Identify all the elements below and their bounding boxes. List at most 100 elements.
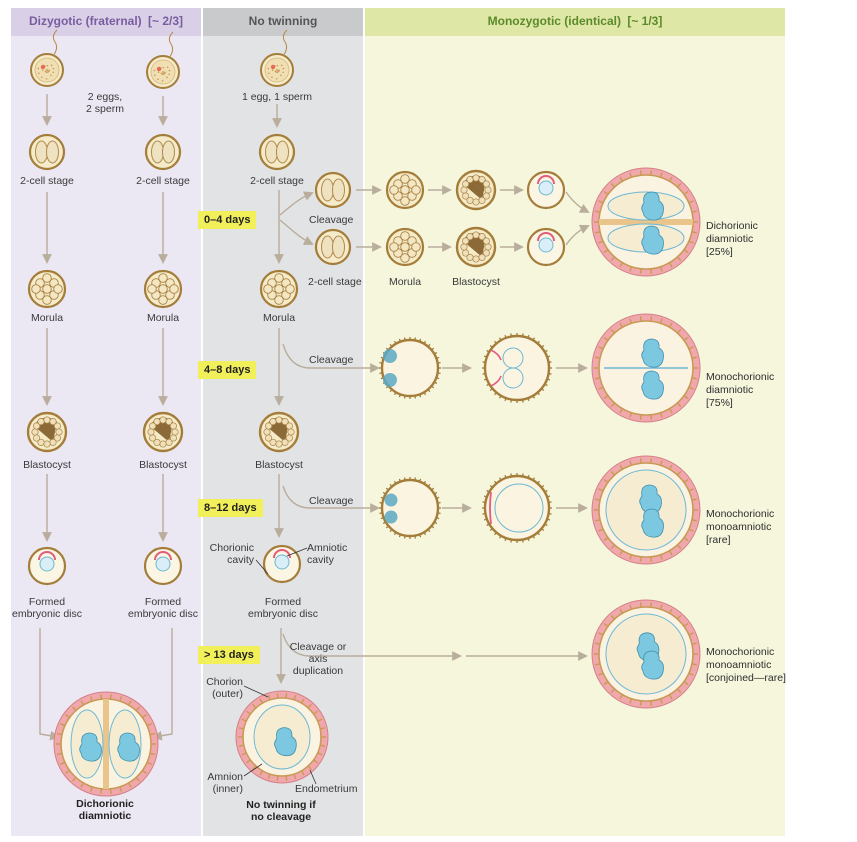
mz-result-sac-3-villus [594, 498, 601, 501]
mz-amnion-r2-villus [510, 333, 513, 337]
dz-morula-right-img-blastomere [169, 284, 179, 294]
mz-result-sac-1-villus [639, 170, 642, 176]
mz-amnion-r3-villus [521, 539, 524, 543]
header-dizygotic-title: Dizygotic (fraternal) [28, 14, 142, 28]
dz-result-sac-villus [110, 788, 112, 794]
mz-blast-r2-villus [427, 343, 431, 347]
dz-egg-right-dot [153, 69, 156, 72]
mz-morula-top-blastomere [400, 174, 410, 184]
mz-result-sac-4-villus [603, 681, 609, 686]
mz-blast-r3-villus [382, 491, 387, 495]
mz-result-sac-1-fetus-a [641, 191, 664, 221]
mz-blast-r2-villus [414, 395, 417, 399]
mz-result-sac-4-villus [594, 642, 601, 645]
mz-blast-r3-villus [423, 480, 427, 485]
mz-result-sac-1-villus [619, 176, 624, 182]
dz-blastocyst-left-img [26, 411, 68, 453]
mz-amnion-r2-villus [541, 345, 545, 348]
nt-result-sac-villus [307, 765, 312, 771]
mz-result-sac-3-villus [659, 460, 663, 466]
mz-blast-r3-icm-a [384, 493, 398, 507]
dz-blastocyst-right-img-trophoblast-cell [165, 418, 173, 426]
mz-amnion-r3-villus [521, 473, 524, 477]
mz-morula-top [385, 170, 425, 210]
nt-egg-img-nucleus [270, 64, 276, 70]
mz-result-sac-1-villus [603, 249, 609, 254]
mz-blastocyst-bottom-trophoblast-cell [484, 243, 492, 251]
mz-morula-bottom-blastomere [411, 242, 421, 252]
dz-blastocyst-right-img-trophoblast-cell [147, 428, 155, 436]
mz-result-sac-3-villus [598, 528, 604, 532]
dz-result-sac-villus [149, 752, 156, 756]
dz-2cell-right: 2-cell stage [136, 175, 190, 187]
mz-branch-down [279, 219, 314, 245]
mz-result-sac-1-villus [688, 200, 694, 204]
dz-result-sac-villus [89, 786, 93, 792]
mz-result-2-pct: [75%] [706, 397, 733, 409]
dz-egg-right-dot [166, 66, 169, 69]
mz-blastocyst-bottom-trophoblast-cell [466, 253, 474, 261]
dz-egg-right-dot [161, 79, 164, 82]
mz-result-sac-1-villus [594, 231, 601, 234]
mz-result-sac-1-villus [650, 170, 653, 176]
dz-result-sac-villus [119, 786, 123, 792]
mz-blastocyst-bottom-trophoblast-cell [478, 253, 486, 261]
dz-morula-left-img-blastomere [53, 284, 63, 294]
dz-arrow-5b [152, 628, 173, 741]
mz-result-sac-2-fetus-b [641, 370, 664, 400]
mz-amnion-r2-villus [548, 372, 552, 375]
mz-result-sac-4-villus [688, 672, 694, 676]
dz-result-sac-villus [135, 776, 140, 782]
nt-formed-disc: Formed embryonic disc [247, 596, 319, 620]
mz-blastocyst-bottom-trophoblast-cell [472, 231, 480, 239]
mz-result-sac-1 [591, 167, 701, 277]
mz-result-sac-3-villus [603, 537, 609, 542]
dz-result-sac-villus [72, 706, 77, 712]
day-0-4: 0–4 days [198, 211, 257, 229]
nt-result-sac-villus [241, 752, 247, 756]
mz-result-sac-4-villus [668, 608, 673, 614]
mz-blastocyst-bottom-trophoblast-cell [460, 243, 468, 251]
dz-result-sac-septum [103, 699, 109, 789]
nt-disc-img [262, 544, 302, 584]
nt-amniotic-pointer [286, 547, 308, 557]
dz-blastocyst-left-img-trophoblast-cell [31, 428, 39, 436]
nt-2cell: 2-cell stage [250, 175, 304, 187]
nt-blastocyst: Blastocyst [255, 459, 303, 471]
day-4-8: 4–8 days [198, 361, 257, 379]
mz-blast-r2-villus [403, 395, 406, 399]
mz-cleavage-axis: Cleavage or axis duplication [289, 641, 347, 677]
mz-blastocyst-top-trophoblast-cell [466, 176, 474, 184]
mz-blastocyst-bottom-trophoblast-cell [466, 233, 474, 241]
nt-egg-img-dot [271, 76, 273, 78]
dz-blastocyst-left-img-trophoblast-cell [37, 438, 45, 446]
mz-result-sac-3-villus [650, 556, 653, 562]
mz-result-sac-4-villus [650, 700, 653, 706]
mz-result-sac-2-villus [639, 414, 642, 420]
mz-amnion-r2-villus [544, 349, 548, 353]
mz-result-sac-2-villus [619, 408, 624, 414]
mz-amnion-r2-villus [483, 355, 488, 358]
mz-amnion-r3-villus [504, 474, 507, 479]
mz-result-sac-4-villus [619, 694, 624, 700]
mz-morula-top-blastomere [411, 185, 421, 195]
nt-result-sac-villus [300, 770, 305, 776]
mz-blastocyst-top-trophoblast-cell [462, 192, 470, 200]
dz-blastocyst-right-img-trophoblast-cell [149, 422, 157, 430]
mz-2cell-top-cell-b [332, 178, 345, 202]
mz-result-sac-2-villus [603, 336, 609, 341]
mz-result-sac-4-villus [598, 632, 604, 636]
mz-blastocyst-bottom-trophoblast-cell [472, 255, 480, 263]
mz-result-sac-4-fetus-b [641, 650, 664, 680]
mz-result-sac-3-villus [676, 544, 682, 550]
header-monozygotic-fraction: [~ 1/3] [627, 14, 663, 28]
nt-blastocyst-img-trophoblast-cell [281, 438, 289, 446]
dz-arrow-5a [39, 628, 60, 741]
nt-morula-img-blastomere [274, 273, 284, 283]
dz-disc-right-img [143, 546, 183, 586]
mz-disc-bottom-disc [537, 232, 555, 242]
mz-blastocyst-bottom [455, 226, 497, 268]
mz-amnion-r3-villus [510, 473, 513, 477]
